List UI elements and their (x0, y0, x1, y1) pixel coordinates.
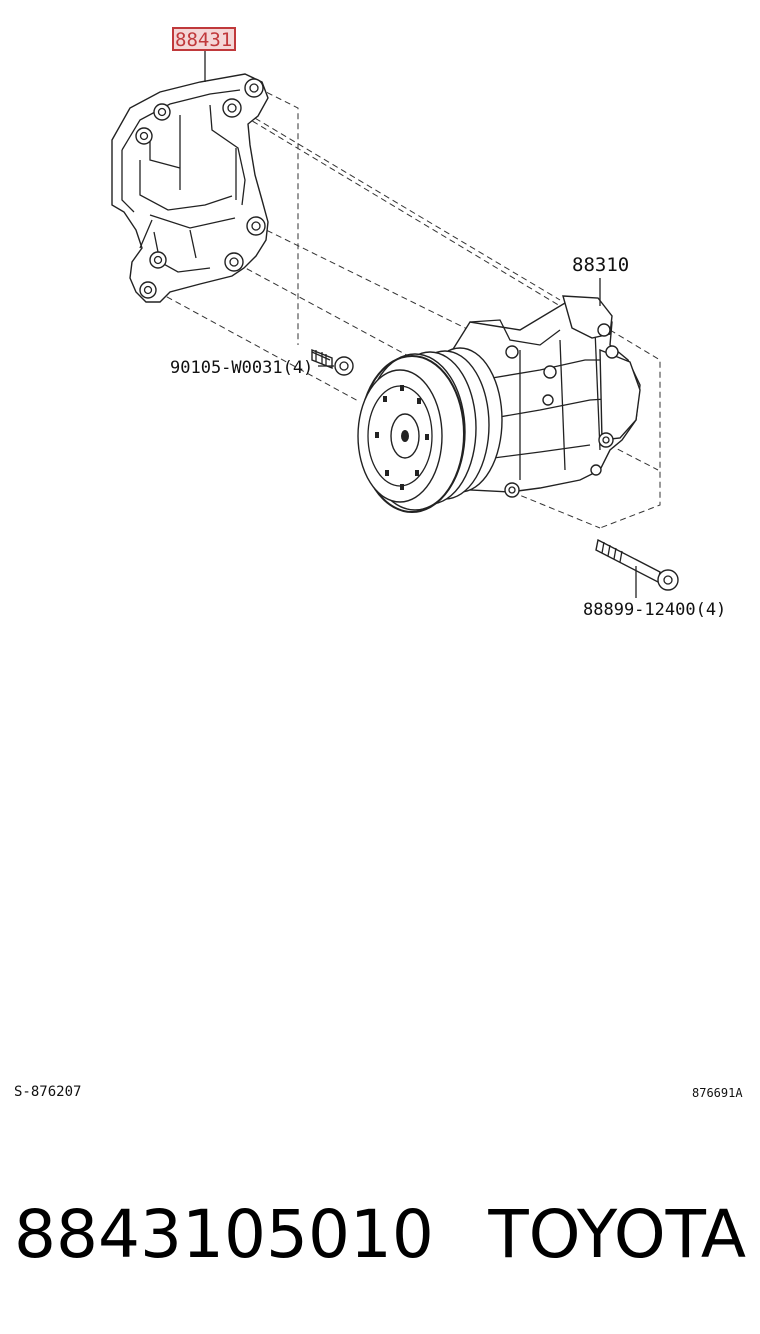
highlight-box (172, 27, 236, 51)
part-labels: 88431 88310 90105-W0031(4) 88899-12400(4… (170, 27, 726, 620)
bracket-88431-drawing (111, 50, 269, 303)
label-88431[interactable]: 88431 (175, 29, 232, 51)
compressor-88310-drawing (357, 278, 641, 513)
part-number: 8843105010 (14, 1196, 434, 1273)
brand-name: TOYOTA (488, 1196, 746, 1273)
label-88310[interactable]: 88310 (572, 254, 629, 276)
bolt-88899-drawing (595, 538, 679, 598)
reference-right: 876691A (692, 1086, 743, 1100)
reference-left: S-876207 (14, 1084, 81, 1100)
bolt-90105-drawing (311, 348, 354, 376)
footer: 8843105010 TOYOTA (0, 1185, 760, 1285)
label-88899-12400[interactable]: 88899-12400(4) (583, 600, 726, 620)
label-90105-W0031[interactable]: 90105-W0031(4) (170, 358, 313, 378)
